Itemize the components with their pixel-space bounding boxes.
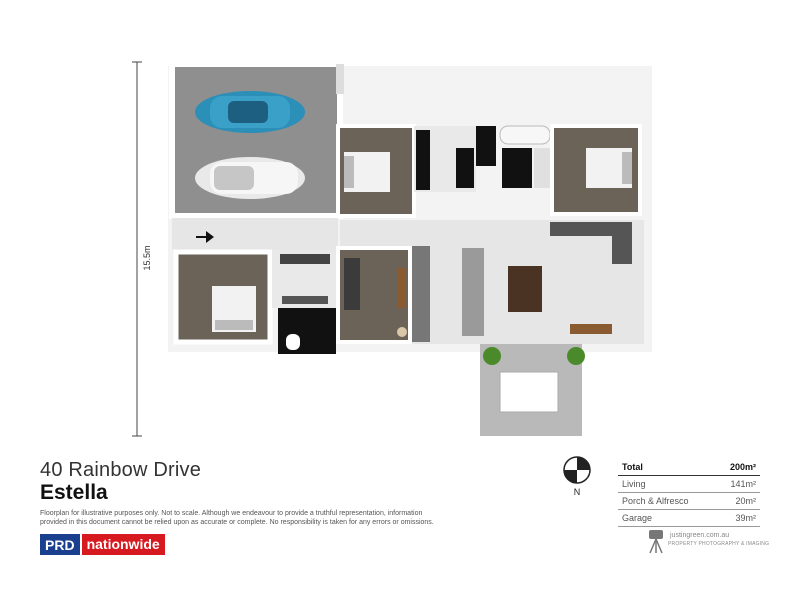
- compass-icon: N: [563, 456, 591, 497]
- car-white: [195, 157, 305, 199]
- area-row-living: Living 141m²: [618, 476, 760, 493]
- media-room: [336, 246, 412, 344]
- area-value: 200m²: [729, 462, 756, 472]
- bedroom-1: [173, 249, 273, 345]
- dimension-label: 15.5m: [142, 245, 152, 270]
- area-table: Total 200m² Living 141m² Porch & Alfresc…: [618, 459, 760, 527]
- area-row-garage: Garage 39m²: [618, 510, 760, 527]
- entry-arrow-icon: [196, 231, 214, 243]
- area-label: Garage: [622, 513, 653, 523]
- disclaimer-text: Floorplan for illustrative purposes only…: [40, 510, 434, 526]
- area-row-porch: Porch & Alfresco 20m²: [618, 493, 760, 510]
- ensuite: [414, 125, 551, 192]
- bedroom-2: [336, 124, 416, 218]
- camera-tripod-icon: [649, 530, 663, 554]
- dimension-line: [132, 61, 142, 437]
- alfresco: [480, 344, 585, 436]
- area-row-total: Total 200m²: [618, 459, 760, 476]
- area-value: 20m²: [735, 496, 756, 506]
- photographer-site: justingreen.com.au: [670, 532, 730, 539]
- garage: [169, 61, 344, 219]
- open-living: [340, 220, 644, 344]
- area-label: Porch & Alfresco: [622, 496, 689, 506]
- agency-logo-left: PRD: [40, 534, 80, 555]
- agency-logo: PRD nationwide: [40, 534, 165, 555]
- area-value: 39m²: [735, 513, 756, 523]
- floor-plan: 15.5m: [132, 61, 652, 437]
- property-suburb: Estella: [40, 481, 108, 504]
- entry-hall: [172, 218, 338, 250]
- property-address: 40 Rainbow Drive: [40, 459, 202, 481]
- area-label: Living: [622, 479, 646, 489]
- photographer-tagline: PROPERTY PHOTOGRAPHY & IMAGING: [668, 541, 770, 547]
- master-bedroom: [550, 124, 642, 216]
- area-label: Total: [622, 462, 643, 472]
- area-value: 141m²: [730, 479, 756, 489]
- bathroom-2: [272, 250, 336, 354]
- car-blue: [195, 91, 305, 133]
- agency-logo-right: nationwide: [81, 534, 165, 555]
- compass-label: N: [574, 487, 581, 497]
